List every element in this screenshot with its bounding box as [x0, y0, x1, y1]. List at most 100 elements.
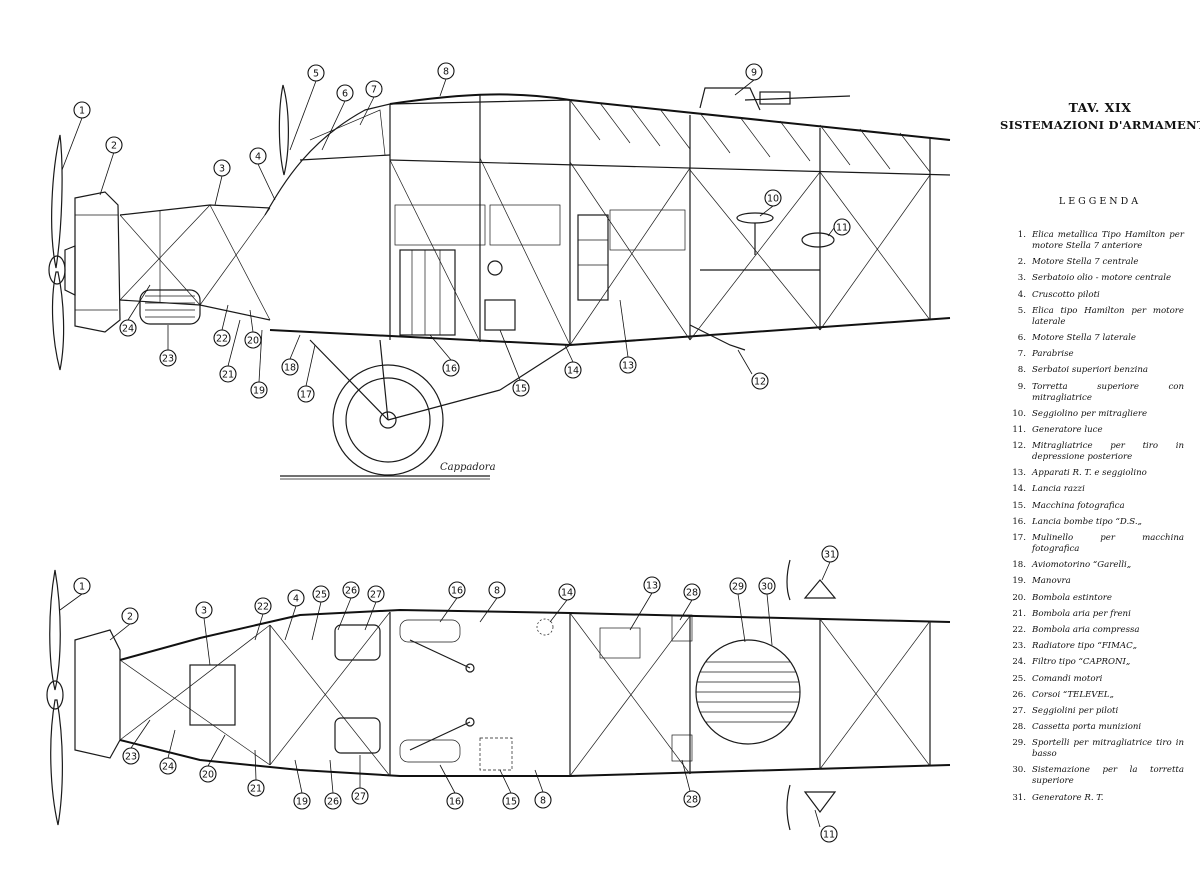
legend-item-text: Serbatoi superiori benzina: [1032, 365, 1149, 376]
plan-callout-27-bottom: 27: [354, 792, 366, 803]
legend-item-number: 30.: [1012, 765, 1026, 776]
plan-view: [46, 559, 951, 831]
legend-item: 2.Motore Stella 7 centrale: [1012, 257, 1184, 268]
legend-item-number: 20.: [1012, 592, 1026, 603]
legend-item: 8. Serbatoi superiori benzina: [1012, 365, 1184, 376]
side-callout-12: 12: [754, 377, 766, 388]
legend-item-number: 21.: [1012, 608, 1026, 619]
legend-item-number: 17.: [1012, 533, 1026, 543]
plan-callout-3: 3: [201, 606, 207, 617]
legend-item-text: Generatore R. T.: [1032, 792, 1104, 803]
legend-item-text: Bombola estintore: [1032, 592, 1112, 603]
legend-item: 15.Macchina fotografica: [1012, 501, 1184, 512]
legend-item-number: 28.: [1012, 722, 1026, 733]
plan-callout-23: 23: [125, 752, 137, 763]
legend-item: 26.Corsoi “TELEVEL„: [1012, 690, 1184, 701]
legend-item: 6.Motore Stella 7 laterale: [1012, 333, 1184, 344]
legend-item: 17. Mulinello per macchina fotografica: [1012, 533, 1184, 555]
legend-item: 22. Bombola aria compressa: [1012, 625, 1184, 636]
side-callout-15: 15: [515, 384, 527, 395]
legend-item: 25.Comandi motori: [1012, 674, 1184, 685]
legend-item-number: 22.: [1012, 624, 1026, 635]
legend-item-text: Elica metallica Tipo Hamilton per motore…: [1032, 230, 1184, 251]
plan-callout-25: 25: [315, 590, 327, 601]
side-callout-14: 14: [567, 366, 579, 377]
side-callout-6: 6: [342, 89, 348, 100]
plate-title: TAV. XIX: [1068, 100, 1132, 115]
side-callout-4: 4: [255, 152, 261, 163]
plan-callout-24: 24: [162, 762, 174, 773]
legend-item: 13.Apparati R. T. e seggiolino: [1012, 468, 1184, 479]
legend-item-number: 1.: [1017, 230, 1026, 240]
plate-subtitle: SISTEMAZIONI D'ARMAMENTO: [1000, 118, 1200, 132]
legend-item-number: 7.: [1017, 349, 1026, 360]
plan-callout-13: 13: [646, 581, 658, 592]
side-turret: [699, 87, 851, 111]
legend-item-text: Cruscotto piloti: [1032, 289, 1100, 300]
technical-drawing: Cappadora: [46, 62, 951, 843]
legend-item-text: Parabrise: [1032, 349, 1074, 360]
side-callout-5: 5: [313, 69, 319, 80]
legend-item-text: Mulinello per macchina fotografica: [1032, 533, 1184, 554]
legend-item: 18. Aviomotorino “Garelli„: [1012, 560, 1184, 571]
legend-item: 21. Bombola aria per freni: [1012, 609, 1184, 620]
legend-item-text: Comandi motori: [1032, 673, 1103, 684]
plan-callout-15: 15: [505, 797, 517, 808]
legend-item-text: Mitragliatrice per tiro in depressione p…: [1032, 441, 1184, 463]
legend-item-number: 6.: [1017, 332, 1026, 343]
legend-list: 1. Elica metallica Tipo Hamilton per moto…: [1012, 230, 1184, 809]
legend-item-text: Filtro tipo “CAPRONI„: [1032, 657, 1131, 668]
plan-callout-4: 4: [293, 594, 299, 605]
legend-item: 31. Generatore R. T.: [1012, 793, 1184, 804]
legend-item-text: Lancia razzi: [1032, 484, 1085, 495]
plan-callout-19: 19: [296, 797, 308, 808]
side-callouts: 1 2 3 4 5 6 7 8 9 10 11 12 13 14 15 16 1…: [61, 62, 851, 403]
legend-item-number: 16.: [1012, 516, 1026, 527]
side-top-girder: [569, 99, 931, 173]
plan-callout-29: 29: [732, 582, 744, 593]
legend-item: 29.Sportelli per mitragliatrice tiro in …: [1012, 738, 1184, 760]
legend-item-text: Radiatore tipo “FIMAC„: [1032, 641, 1138, 652]
legend-item-number: 26.: [1012, 689, 1026, 700]
side-landing-gear: [280, 339, 571, 480]
legend-item-text: Aviomotorino “Garelli„: [1032, 560, 1132, 571]
legend-item-text: Seggiolini per piloti: [1032, 705, 1119, 716]
legend-item-number: 10.: [1012, 408, 1026, 419]
plate-signature: Cappadora: [440, 462, 496, 473]
plan-hatch-hatching: [696, 661, 800, 723]
legend-item-number: 29.: [1012, 738, 1026, 749]
side-callout-23: 23: [162, 354, 174, 365]
legend-item-text: Bombola aria per freni: [1032, 608, 1131, 619]
side-propeller: [48, 134, 66, 371]
legend-item-text: Motore Stella 7 centrale: [1032, 257, 1139, 268]
legend-item-number: 3.: [1017, 273, 1026, 284]
legend-item: 23. Radiatore tipo “FIMAC„: [1012, 641, 1184, 652]
plan-callout-14: 14: [561, 588, 573, 599]
legend-item-number: 14.: [1012, 484, 1026, 495]
side-callout-2: 2: [111, 141, 117, 152]
legend-item-number: 8.: [1017, 365, 1026, 376]
legend-item: 10.Seggiolino per mitragliere: [1012, 409, 1184, 420]
legend-item-text: Macchina fotografica: [1032, 500, 1125, 511]
legend-item-number: 31.: [1012, 792, 1026, 803]
side-callout-19: 19: [253, 386, 265, 397]
side-view: Cappadora: [48, 84, 951, 480]
legend-item: 30.Sistemazione per la torretta superior…: [1012, 765, 1184, 787]
plan-callout-2: 2: [127, 612, 133, 623]
plan-callout-28-top: 28: [686, 588, 698, 599]
plan-callout-16-bottom: 16: [449, 797, 461, 808]
legend-item-text: Apparati R. T. e seggiolino: [1032, 468, 1147, 479]
side-callout-18: 18: [284, 363, 296, 374]
legend-item-number: 19.: [1012, 576, 1026, 587]
plan-callout-26-bottom: 26: [327, 797, 339, 808]
legend-item-number: 18.: [1012, 560, 1026, 571]
legend-item: 5.Elica tipo Hamilton per motore lateral…: [1012, 306, 1184, 328]
legend-item: 7. Parabrise: [1012, 349, 1184, 360]
legend-title: LEGGENDA: [1058, 196, 1142, 207]
legend-item-number: 23.: [1012, 641, 1026, 652]
legend-item: 20. Bombola estintore: [1012, 593, 1184, 604]
legend-item-number: 11.: [1012, 424, 1026, 435]
legend-item-text: Bombola aria compressa: [1032, 624, 1140, 635]
plan-callout-31: 31: [824, 550, 836, 561]
legend-item: 1. Elica metallica Tipo Hamilton per moto…: [1012, 230, 1184, 252]
